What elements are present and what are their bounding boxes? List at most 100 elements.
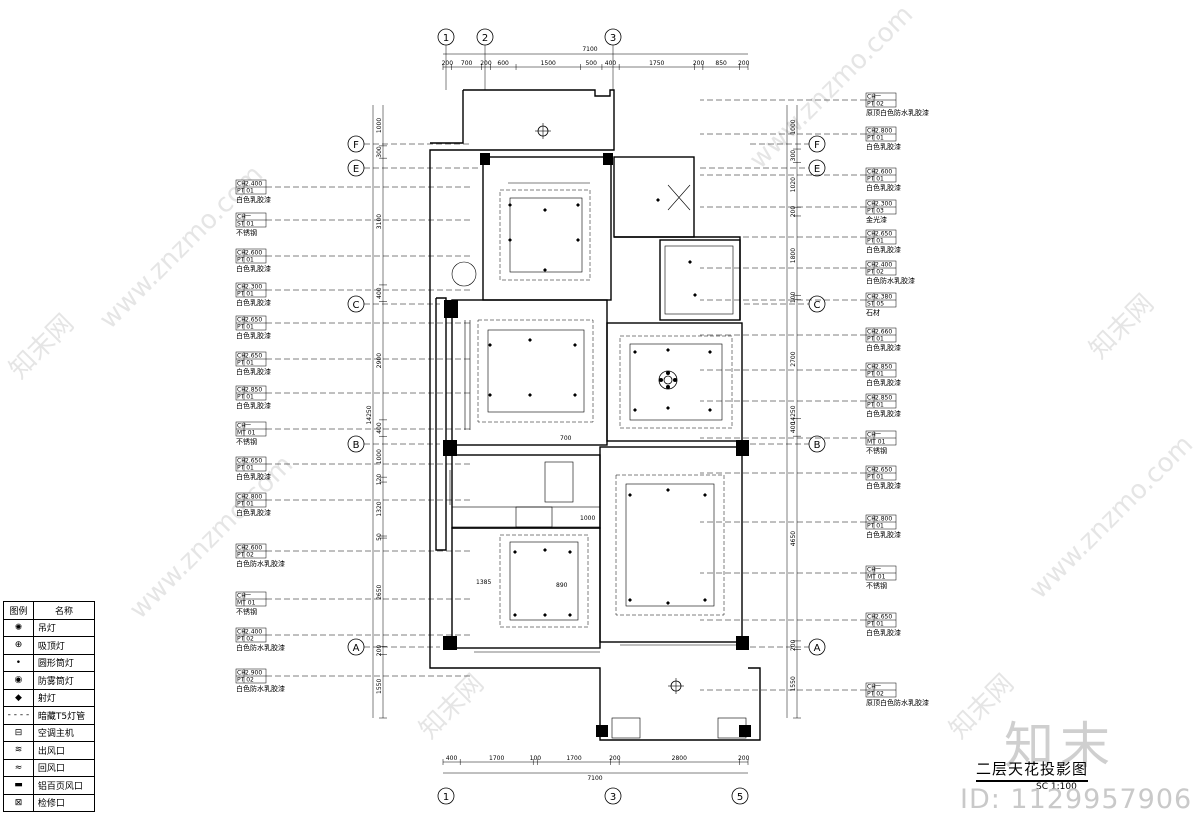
material-name: 不锈钢 <box>236 228 257 237</box>
dimension-value: 200 <box>442 60 454 67</box>
dimension-value: 120 <box>376 474 383 486</box>
material-name: 白色乳胶漆 <box>866 481 901 490</box>
spotlight-icon <box>543 548 547 552</box>
spotlight-group <box>488 198 712 617</box>
column <box>739 725 751 737</box>
ceiling-height: 2.660 <box>875 329 892 336</box>
dimension-value: 1500 <box>541 60 556 67</box>
watermark-site: www.znzmo.com <box>124 450 299 625</box>
grid-axes: 1 2 3 1 3 5 F E C B A F E C B A <box>347 28 826 805</box>
dimension-value: 200 <box>790 639 797 651</box>
dimension-value: 1750 <box>649 60 664 67</box>
material-name: 白色乳胶漆 <box>866 343 901 352</box>
material-code: PT 01 <box>867 621 884 628</box>
material-code: PT 02 <box>867 691 884 698</box>
legend-item-name: 防雾筒灯 <box>32 671 96 690</box>
dimension-value: 300 <box>790 150 797 162</box>
dimension-value: 1000 <box>376 118 383 133</box>
watermark-brand: 知末网 <box>4 309 80 385</box>
material-name: 白色乳胶漆 <box>866 409 901 418</box>
material-code: PT 03 <box>867 208 884 215</box>
tag-prefix: CH <box>867 128 876 135</box>
tag-prefix: CH <box>237 353 246 360</box>
material-name: 石材 <box>866 308 880 317</box>
ceiling-lamp-icon: ⊕ <box>3 636 34 655</box>
axis-bubble-1 <box>437 28 455 46</box>
material-code: PT 01 <box>867 238 884 245</box>
material-code: PT 01 <box>867 402 884 409</box>
tag-prefix: CH <box>237 214 246 221</box>
material-name: 白色乳胶漆 <box>236 508 271 517</box>
tag-prefix: CH <box>867 684 876 691</box>
tag-prefix: CH <box>867 231 876 238</box>
dimension-value: 4650 <box>790 531 797 546</box>
material-code: PT 01 <box>237 257 254 264</box>
material-code: MT 01 <box>237 430 256 437</box>
tag-prefix: CH <box>237 593 246 600</box>
tag-prefix: CH <box>867 395 876 402</box>
ceiling-height: 2.300 <box>875 201 892 208</box>
tag-prefix: CH <box>867 516 876 523</box>
material-code: ST 05 <box>867 301 884 308</box>
column <box>480 153 490 165</box>
axis-label: A <box>814 643 821 654</box>
material-code: PT 01 <box>237 501 254 508</box>
ceiling-height: 2.400 <box>245 181 262 188</box>
material-code: MT 01 <box>867 574 886 581</box>
ceiling-tray <box>499 189 591 281</box>
axis-label: 5 <box>737 792 743 803</box>
dimension-value: 400 <box>790 421 797 433</box>
material-name: 不锈钢 <box>866 581 887 590</box>
dimension-value: 600 <box>497 60 509 67</box>
ceiling-height: 2.850 <box>245 387 262 394</box>
material-code: PT 01 <box>867 336 884 343</box>
dimension-value: 1550 <box>376 678 383 693</box>
spotlight-icon <box>666 406 670 410</box>
dimension-value: 300 <box>376 146 383 158</box>
ceiling-height: 2.650 <box>875 614 892 621</box>
legend-item-name: 回风口 <box>32 758 96 777</box>
dimension-value: 200 <box>376 645 383 657</box>
tag-prefix: CH <box>237 670 246 677</box>
material-name: 白色乳胶漆 <box>236 472 271 481</box>
material-name: 白色乳胶漆 <box>866 628 901 637</box>
spotlight-icon <box>513 550 517 554</box>
dimension-value: 2700 <box>790 351 797 366</box>
axis-label: E <box>814 164 820 175</box>
ceiling-height: 2.600 <box>875 169 892 176</box>
tag-prefix: CH <box>237 284 246 291</box>
tag-prefix: CH <box>237 494 246 501</box>
column <box>736 440 749 456</box>
watermark-logo: 知末 <box>1004 717 1116 775</box>
legend-item-name: 吊灯 <box>32 618 96 637</box>
building-walls <box>429 89 761 741</box>
watermark-brand: 知末网 <box>414 669 490 745</box>
legend-item-name: 暗藏T5灯管 <box>32 706 96 725</box>
tag-prefix: CH <box>237 458 246 465</box>
material-name: 白色乳胶漆 <box>236 195 271 204</box>
dimension-value: 200 <box>480 60 492 67</box>
dimension-value: 1000 <box>376 449 383 464</box>
dimension-value: 2800 <box>672 755 687 762</box>
spotlight-icon: ◆ <box>3 688 34 707</box>
spotlight-icon <box>628 493 632 497</box>
axis-label: F <box>814 140 820 151</box>
material-code: PT 02 <box>867 101 884 108</box>
dimension-value: 2900 <box>376 353 383 368</box>
